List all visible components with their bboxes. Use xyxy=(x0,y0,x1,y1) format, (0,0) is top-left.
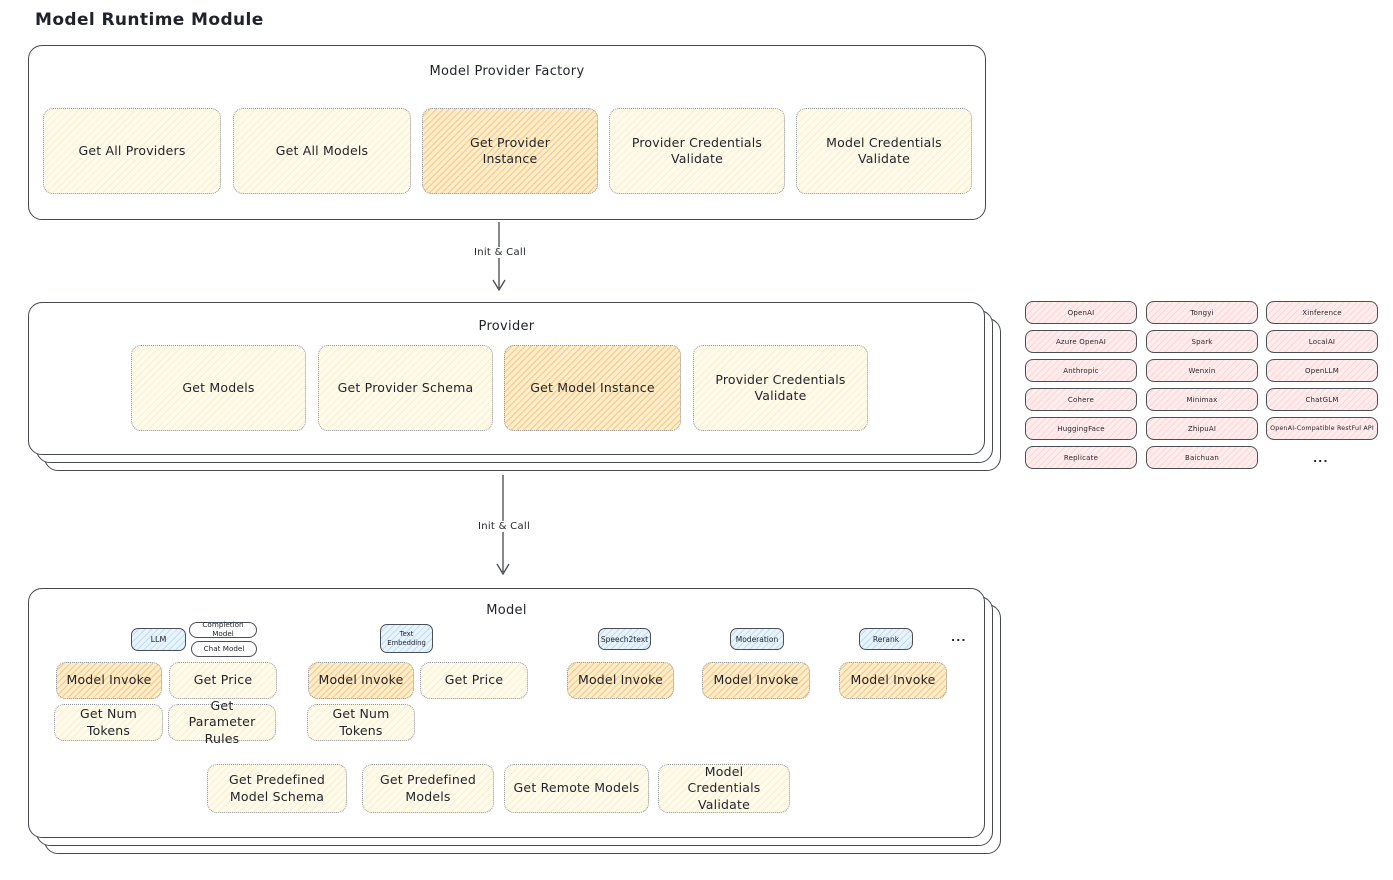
factory-node-get-provider-instance: Get Provider Instance xyxy=(422,108,598,194)
shared-get-predefined-models: Get Predefined Models xyxy=(362,764,494,813)
vendor-chatglm: ChatGLM xyxy=(1266,388,1378,411)
tag-speech2text: Speech2text xyxy=(598,628,651,650)
factory-box-title: Model Provider Factory xyxy=(429,64,585,79)
init-call-label-1: Init & Call xyxy=(469,247,531,258)
vendor-anthropic: Anthropic xyxy=(1025,359,1137,382)
factory-box: Model Provider Factory Get All Providers… xyxy=(28,45,986,220)
llm-model-invoke: Model Invoke xyxy=(56,662,162,699)
vendor-localai: LocalAI xyxy=(1266,330,1378,353)
tag-moderation: Moderation xyxy=(730,628,784,650)
vendor-zhipuai: ZhipuAI xyxy=(1146,417,1258,440)
init-call-label-2: Init & Call xyxy=(473,521,535,532)
tag-rerank: Rerank xyxy=(859,628,913,650)
factory-node-model-credentials-validate: Model Credentials Validate xyxy=(796,108,972,194)
provider-node-get-model-instance: Get Model Instance xyxy=(504,345,681,431)
vendor-baichuan: Baichuan xyxy=(1146,446,1258,469)
provider-box: Provider Get Models Get Provider Schema … xyxy=(28,302,985,455)
vendor-minimax: Minimax xyxy=(1146,388,1258,411)
vendor-openai-compatible-restful-api: OpenAI-Compatible RestFul API xyxy=(1266,417,1378,440)
moderation-model-invoke: Model Invoke xyxy=(702,662,810,699)
model-box: Model LLM Completion Model Chat Model Te… xyxy=(28,588,985,838)
factory-node-get-all-models: Get All Models xyxy=(233,108,411,194)
tag-chat-model: Chat Model xyxy=(191,641,257,657)
speech2text-model-invoke: Model Invoke xyxy=(567,662,674,699)
llm-get-num-tokens: Get Num Tokens xyxy=(54,704,163,741)
provider-node-get-provider-schema: Get Provider Schema xyxy=(318,345,493,431)
provider-node-get-models: Get Models xyxy=(131,345,306,431)
vendor-cohere: Cohere xyxy=(1025,388,1137,411)
rerank-model-invoke: Model Invoke xyxy=(839,662,947,699)
llm-get-parameter-rules: Get Parameter Rules xyxy=(168,698,276,746)
vendor-wenxin: Wenxin xyxy=(1146,359,1258,382)
shared-model-credentials-validate: Model Credentials Validate xyxy=(658,764,790,813)
vendor-azure-openai: Azure OpenAI xyxy=(1025,330,1137,353)
shared-get-remote-models: Get Remote Models xyxy=(504,764,649,813)
tag-text-embedding: Text Embedding xyxy=(380,624,433,653)
init-call-arrow-1 xyxy=(492,222,506,292)
vendor-openllm: OpenLLM xyxy=(1266,359,1378,382)
diagram-title: Model Runtime Module xyxy=(35,10,264,30)
text-embedding-get-num-tokens: Get Num Tokens xyxy=(307,704,415,741)
factory-node-provider-credentials-validate: Provider Credentials Validate xyxy=(609,108,785,194)
llm-get-price: Get Price xyxy=(169,662,277,699)
tag-llm: LLM xyxy=(131,628,186,651)
tag-completion-model: Completion Model xyxy=(189,621,257,638)
vendors-more-ellipsis: ... xyxy=(1313,452,1329,465)
vendor-tongyi: Tongyi xyxy=(1146,301,1258,324)
vendor-xinference: Xinference xyxy=(1266,301,1378,324)
model-box-title: Model xyxy=(486,603,527,618)
provider-node-provider-credentials-validate: Provider Credentials Validate xyxy=(693,345,868,431)
text-embedding-model-invoke: Model Invoke xyxy=(308,662,414,699)
vendor-huggingface: HuggingFace xyxy=(1025,417,1137,440)
vendor-openai: OpenAI xyxy=(1025,301,1137,324)
shared-get-predefined-model-schema: Get Predefined Model Schema xyxy=(207,764,347,813)
model-tags-more-ellipsis: ... xyxy=(951,631,967,644)
factory-node-get-all-providers: Get All Providers xyxy=(43,108,221,194)
text-embedding-get-price: Get Price xyxy=(420,662,528,699)
provider-box-title: Provider xyxy=(478,319,535,334)
vendor-replicate: Replicate xyxy=(1025,446,1137,469)
vendor-spark: Spark xyxy=(1146,330,1258,353)
